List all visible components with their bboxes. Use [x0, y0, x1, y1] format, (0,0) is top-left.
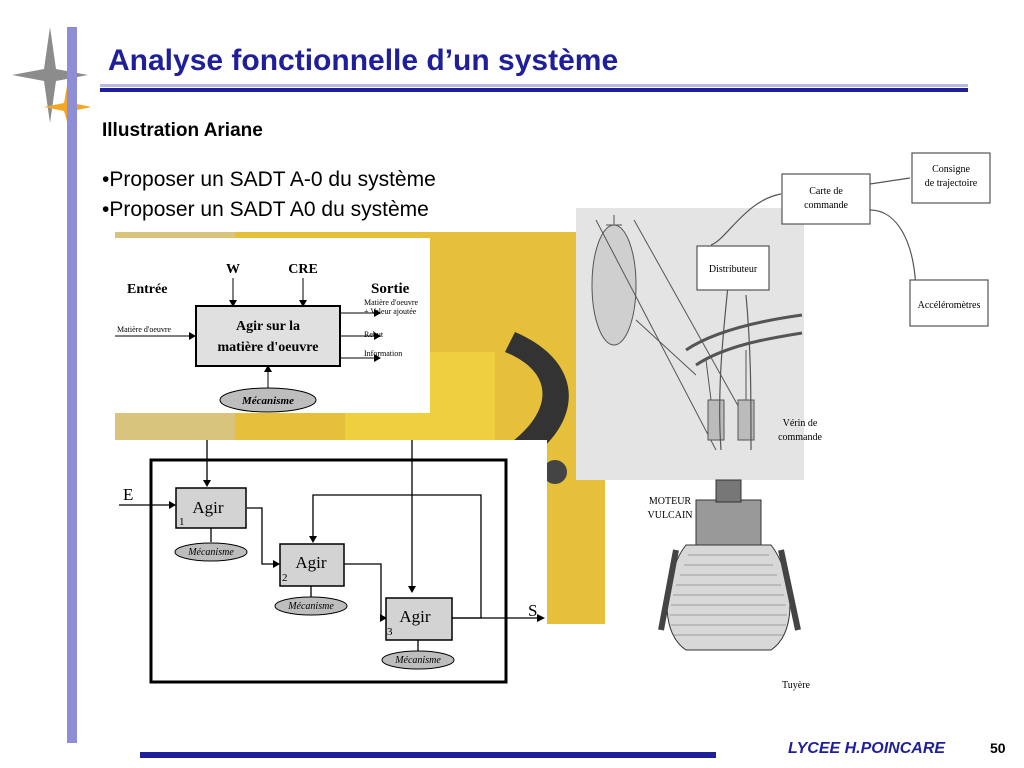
a0-block-number: 2 [282, 572, 288, 584]
distributeur-label: Distributeur [709, 264, 758, 275]
sadt-control-cre: CRE [288, 262, 318, 277]
a0-mechanism-label: Mécanisme [287, 601, 334, 612]
sadt-a0-detail-diagram: E S Agir 1 Mécanisme Agir 2 Mécanisme Ag… [115, 440, 547, 684]
a0-block-label: Agir [192, 498, 224, 517]
verin-label: Vérin de [783, 418, 818, 429]
sadt-mechanism-label: Mécanisme [241, 395, 294, 407]
sadt-output-1b: + Valeur ajoutée [364, 307, 417, 316]
a0-mechanism-label: Mécanisme [187, 547, 234, 558]
sadt-sortie-label: Sortie [371, 281, 410, 297]
sadt-input-label: Matière d'oeuvre [117, 325, 172, 334]
ariane-control-diagram: Consigne de trajectoire Carte de command… [576, 152, 991, 691]
title-underline-light [100, 84, 968, 87]
section-subtitle: Illustration Ariane [102, 120, 263, 141]
left-accent-bar [67, 27, 77, 743]
moteur-label-2: VULCAIN [648, 510, 693, 521]
consigne-label-2: de trajectoire [925, 178, 978, 189]
verin-label-2: commande [778, 432, 822, 443]
sadt-box-line1: Agir sur la [236, 319, 300, 334]
accelerometres-label: Accéléromètres [918, 300, 981, 311]
carte-label-2: commande [804, 200, 848, 211]
a0-input-label: E [123, 485, 133, 504]
carte-label: Carte de [809, 186, 843, 197]
a0-output-label: S [528, 601, 537, 620]
moteur-label: MOTEUR [649, 496, 692, 507]
title-underline [100, 88, 968, 92]
page-number: 50 [990, 740, 1006, 756]
a0-block-label: Agir [399, 607, 431, 626]
footer-school-name: LYCEE H.POINCARE [788, 740, 946, 757]
vulcain-engine-drawing [658, 479, 801, 651]
consigne-label: Consigne [932, 164, 970, 175]
tuyere-label: Tuyère [782, 680, 811, 691]
bullet-item: •Proposer un SADT A0 du système [102, 198, 429, 221]
footer-rule [140, 752, 716, 758]
star-logo-icon [12, 27, 90, 125]
slide-title: Analyse fonctionnelle d’un système [108, 44, 619, 77]
bullet-item: •Proposer un SADT A-0 du système [102, 168, 436, 191]
sadt-entree-label: Entrée [127, 282, 167, 297]
sadt-output-1a: Matière d'oeuvre [364, 298, 419, 307]
sadt-box-line2: matière d'oeuvre [218, 340, 319, 355]
sadt-output-2: Rebut [364, 330, 384, 339]
sadt-output-3: Information [364, 349, 402, 358]
sadt-control-w: W [226, 262, 240, 277]
sadt-a0-diagram: W CRE Entrée Sortie Agir sur la matière … [115, 238, 430, 413]
a0-block-number: 3 [387, 626, 393, 638]
a0-block-label: Agir [295, 553, 327, 572]
a0-mechanism-label: Mécanisme [394, 655, 441, 666]
a0-block-number: 1 [179, 516, 185, 528]
